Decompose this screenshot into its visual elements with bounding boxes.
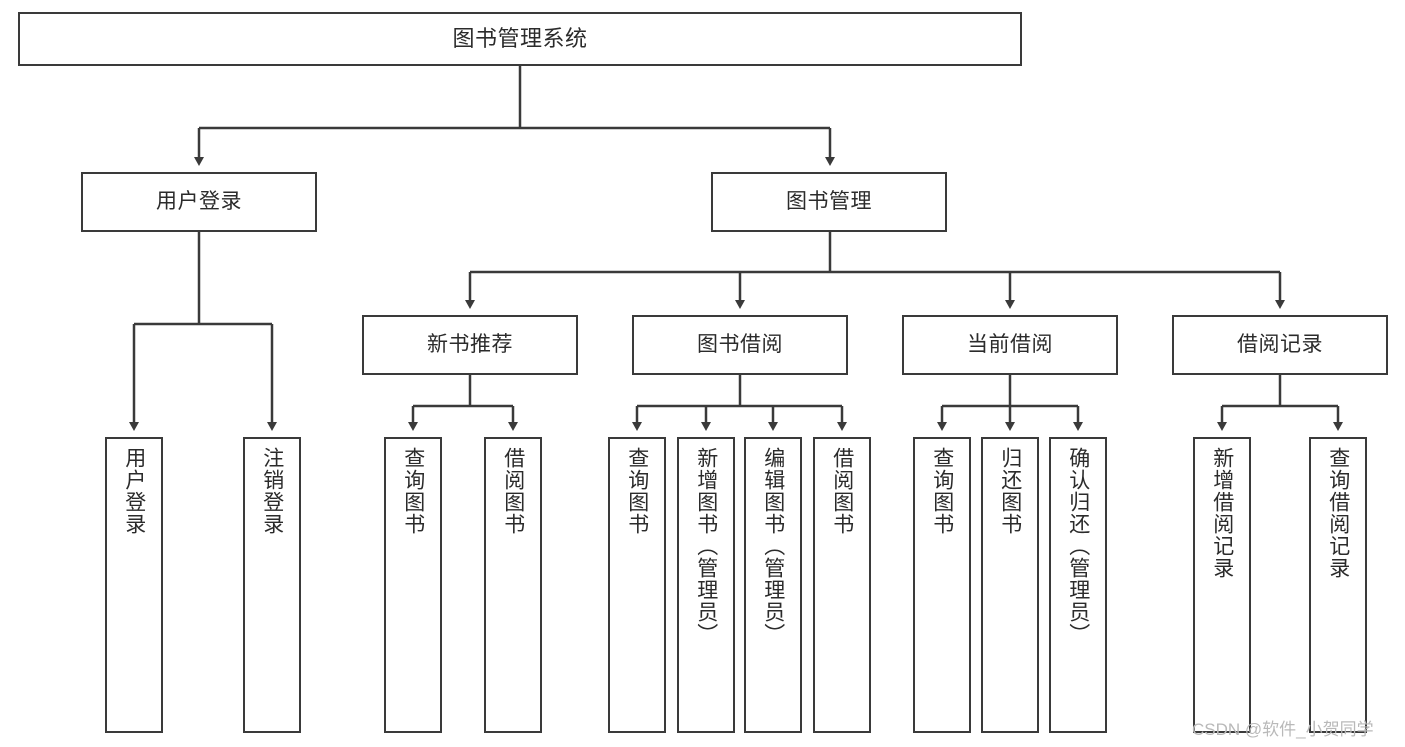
node-leaf-return-book-label: 归还图书 — [998, 447, 1022, 535]
node-leaf-user-login[interactable]: 用户登录 — [105, 437, 163, 733]
node-borrow-record[interactable]: 借阅记录 — [1172, 315, 1388, 375]
node-leaf-query-book-1-label: 查询图书 — [401, 447, 425, 535]
node-leaf-query-book-1[interactable]: 查询图书 — [384, 437, 442, 733]
node-leaf-borrow-book-1[interactable]: 借阅图书 — [484, 437, 542, 733]
node-leaf-query-book-2-label: 查询图书 — [625, 447, 649, 535]
node-leaf-edit-book-label: 编辑图书（管理员） — [761, 447, 785, 645]
node-leaf-user-login-label: 用户登录 — [122, 447, 146, 535]
node-new-book-rec-label: 新书推荐 — [427, 333, 513, 357]
node-leaf-user-logout-label: 注销登录 — [260, 447, 284, 535]
node-leaf-add-book-label: 新增图书（管理员） — [694, 447, 718, 645]
node-book-manage-label: 图书管理 — [786, 190, 872, 214]
node-book-manage[interactable]: 图书管理 — [711, 172, 947, 232]
node-leaf-query-book-2[interactable]: 查询图书 — [608, 437, 666, 733]
node-leaf-edit-book[interactable]: 编辑图书（管理员） — [744, 437, 802, 733]
node-leaf-query-book-3[interactable]: 查询图书 — [913, 437, 971, 733]
node-leaf-add-record[interactable]: 新增借阅记录 — [1193, 437, 1251, 733]
node-leaf-borrow-book-2[interactable]: 借阅图书 — [813, 437, 871, 733]
node-leaf-add-record-label: 新增借阅记录 — [1210, 447, 1234, 579]
node-current-borrow[interactable]: 当前借阅 — [902, 315, 1118, 375]
node-current-borrow-label: 当前借阅 — [967, 333, 1053, 357]
node-leaf-query-record-label: 查询借阅记录 — [1326, 447, 1350, 579]
node-book-borrow[interactable]: 图书借阅 — [632, 315, 848, 375]
node-leaf-confirm-return-label: 确认归还（管理员） — [1066, 447, 1090, 645]
watermark: CSDN @软件_小贺同学 — [1192, 720, 1374, 739]
node-leaf-borrow-book-1-label: 借阅图书 — [501, 447, 525, 535]
node-user-login[interactable]: 用户登录 — [81, 172, 317, 232]
node-leaf-add-book[interactable]: 新增图书（管理员） — [677, 437, 735, 733]
node-leaf-return-book[interactable]: 归还图书 — [981, 437, 1039, 733]
node-user-login-label: 用户登录 — [156, 190, 242, 214]
node-leaf-query-record[interactable]: 查询借阅记录 — [1309, 437, 1367, 733]
node-new-book-rec[interactable]: 新书推荐 — [362, 315, 578, 375]
node-leaf-borrow-book-2-label: 借阅图书 — [830, 447, 854, 535]
node-book-borrow-label: 图书借阅 — [697, 333, 783, 357]
node-leaf-query-book-3-label: 查询图书 — [930, 447, 954, 535]
node-root-label: 图书管理系统 — [452, 25, 588, 51]
node-leaf-confirm-return[interactable]: 确认归还（管理员） — [1049, 437, 1107, 733]
node-borrow-record-label: 借阅记录 — [1237, 333, 1323, 357]
node-leaf-user-logout[interactable]: 注销登录 — [243, 437, 301, 733]
node-root[interactable]: 图书管理系统 — [18, 12, 1022, 66]
